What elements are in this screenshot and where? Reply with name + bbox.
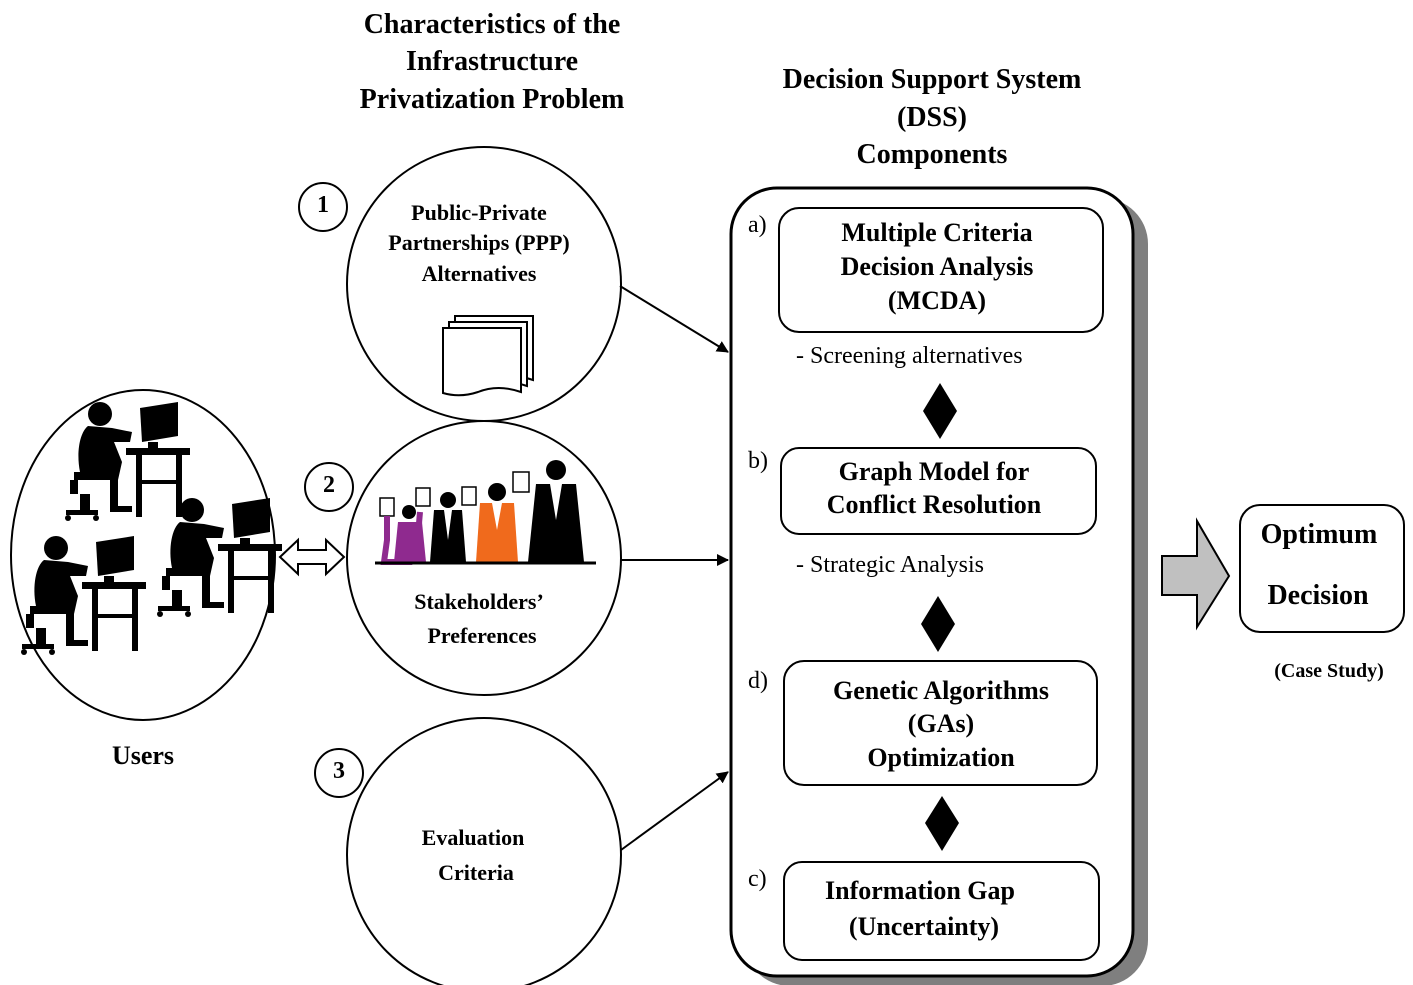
component-letter: b) — [748, 448, 768, 474]
component-title-line: Optimization — [867, 743, 1015, 772]
component-title-line: Graph Model for — [838, 457, 1030, 486]
heading-dss-line: (DSS) — [896, 102, 968, 133]
input-label-line: Criteria — [438, 860, 514, 885]
input-circle-criteria — [346, 717, 622, 985]
component-title-line: Multiple Criteria — [841, 218, 1033, 247]
output-title-line: Optimum — [1260, 519, 1378, 550]
component-title-line: Conflict Resolution — [826, 490, 1042, 519]
component-title-line: Information Gap — [825, 876, 1015, 905]
number-badge-3 — [314, 748, 364, 798]
heading-characteristics-line: Infrastructure — [405, 46, 579, 77]
component-box-mcda — [778, 207, 1104, 333]
component-box-information-gap — [783, 861, 1100, 961]
heading-characteristics-line: Privatization Problem — [359, 84, 625, 115]
component-note: - Screening alternatives — [796, 343, 1023, 369]
diamond-connector-icon — [921, 596, 955, 652]
diamond-connector-icon — [925, 796, 959, 851]
component-title-line: (GAs) — [907, 709, 975, 738]
diamond-connector-icon — [923, 383, 957, 439]
component-title-line: (Uncertainty) — [848, 912, 1000, 941]
bidirectional-arrow-icon — [278, 537, 346, 577]
output-caption: (Case Study) — [1274, 660, 1384, 682]
input-label-line: Stakeholders’ — [414, 589, 544, 614]
number-label: 2 — [323, 472, 335, 498]
input-label-line: Evaluation — [421, 825, 525, 850]
component-letter: c) — [748, 866, 767, 892]
output-arrow-icon — [1161, 517, 1231, 631]
input-label-line: Preferences — [427, 623, 537, 648]
number-label: 3 — [333, 758, 345, 784]
component-box-graph-model — [780, 447, 1097, 535]
input-label-line: Alternatives — [421, 261, 537, 286]
component-title-line: Genetic Algorithms — [833, 676, 1049, 705]
heading-dss-line: Decision Support System — [782, 64, 1082, 95]
stakeholders-illustration — [375, 460, 596, 565]
component-title-line: Decision Analysis — [840, 252, 1034, 281]
component-note: - Strategic Analysis — [796, 552, 984, 578]
heading-characteristics-line: Characteristics of the — [363, 9, 621, 40]
component-letter: d) — [748, 668, 768, 694]
component-letter: a) — [748, 212, 767, 238]
number-label: 1 — [317, 192, 329, 218]
arrow-criteria-to-dss — [620, 771, 729, 851]
input-label-line: Partnerships (PPP) — [388, 230, 570, 255]
component-title-line: (MCDA) — [887, 286, 987, 315]
output-title-line: Decision — [1267, 580, 1369, 611]
users-label: Users — [111, 741, 175, 770]
component-box-genetic-algorithms — [783, 660, 1098, 786]
heading-dss-line: Components — [856, 139, 1008, 170]
input-label-line: Public-Private — [411, 200, 547, 225]
number-badge-1 — [298, 182, 348, 232]
number-badge-2 — [304, 462, 354, 512]
arrow-ppp-to-dss — [619, 285, 729, 353]
documents-icon — [442, 315, 534, 397]
output-box — [1239, 504, 1405, 633]
